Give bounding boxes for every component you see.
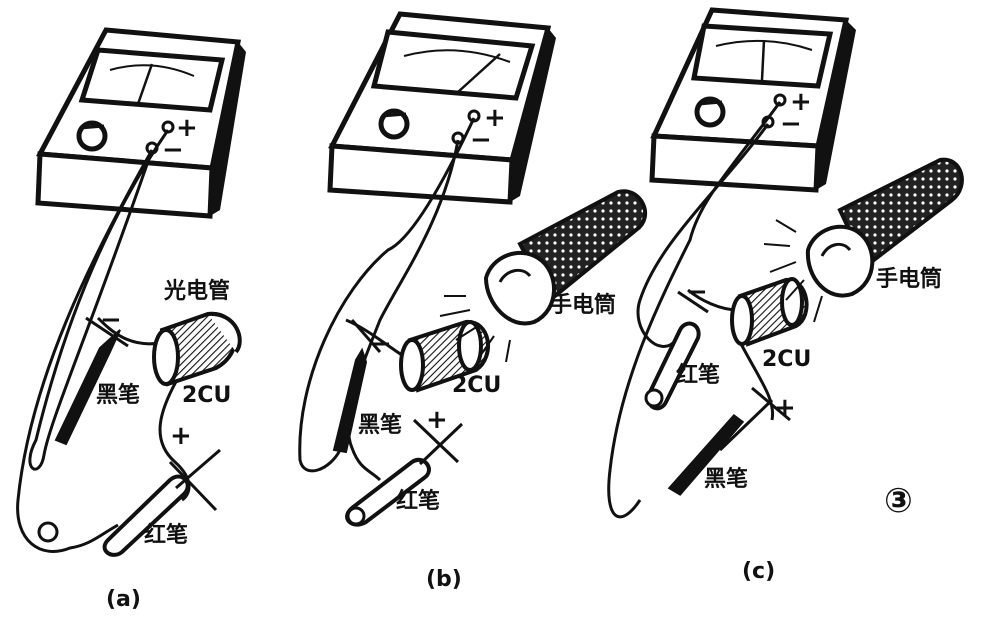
label-black-probe: 黑笔 bbox=[96, 382, 140, 408]
svg-text:2CU: 2CU bbox=[452, 373, 501, 398]
svg-text:手电筒: 手电筒 bbox=[550, 292, 616, 318]
caption-c: (c) bbox=[742, 559, 775, 584]
meter-body-side bbox=[210, 42, 246, 216]
terminal-plus-label: + bbox=[176, 113, 198, 143]
svg-text:−: − bbox=[686, 277, 708, 307]
black-probe-a bbox=[54, 316, 129, 446]
red-probe-a bbox=[37, 448, 221, 557]
zero-adjust-knob-icon bbox=[378, 108, 410, 140]
black-probe-c bbox=[667, 386, 791, 496]
label-minus: − bbox=[100, 305, 122, 335]
caption-b: (b) bbox=[426, 567, 462, 592]
svg-text:+: + bbox=[790, 87, 812, 117]
label-2cu: 2CU bbox=[182, 383, 231, 408]
panel-b: + − bbox=[298, 11, 648, 592]
label-plus: + bbox=[170, 421, 192, 451]
red-probe-b bbox=[345, 418, 464, 527]
meter-needle bbox=[457, 53, 501, 93]
meter-scale-arc bbox=[403, 49, 511, 63]
phototube-a bbox=[152, 311, 242, 387]
meter-window bbox=[370, 29, 536, 101]
multimeter-b: + − bbox=[327, 11, 556, 205]
panel-c: + − bbox=[607, 7, 964, 584]
svg-text:+: + bbox=[774, 393, 796, 423]
terminal-minus-label: − bbox=[162, 135, 184, 165]
label-phototube: 光电管 bbox=[163, 278, 230, 304]
svg-text:+: + bbox=[426, 405, 448, 435]
multimeter-c: + − bbox=[649, 7, 856, 193]
red-probe-c bbox=[644, 290, 709, 411]
multimeter-a: + − bbox=[35, 27, 246, 219]
flashlight-c bbox=[763, 157, 964, 323]
zero-adjust-knob-icon bbox=[694, 96, 726, 128]
phototube-b bbox=[399, 319, 491, 393]
svg-text:2CU: 2CU bbox=[762, 347, 811, 372]
zero-adjust-knob-icon bbox=[76, 120, 108, 152]
meter-needle bbox=[760, 39, 766, 81]
svg-text:−: − bbox=[370, 329, 392, 359]
figure-number: ③ bbox=[884, 481, 913, 521]
flashlight-b bbox=[439, 189, 648, 363]
svg-text:+: + bbox=[484, 103, 506, 133]
svg-text:−: − bbox=[470, 125, 492, 155]
svg-text:−: − bbox=[780, 109, 802, 139]
meter-window bbox=[78, 47, 226, 113]
svg-text:黑笔: 黑笔 bbox=[358, 412, 402, 438]
svg-text:红笔: 红笔 bbox=[396, 488, 440, 514]
caption-a: (a) bbox=[106, 587, 141, 612]
black-probe-b bbox=[332, 319, 382, 454]
meter-needle bbox=[136, 63, 154, 105]
svg-text:手电筒: 手电筒 bbox=[876, 266, 942, 292]
terminal-plus bbox=[773, 93, 787, 107]
label-red-probe: 红笔 bbox=[144, 522, 188, 548]
panel-a: + − 光电管 2CU 黑笔 红笔 − + (a) bbox=[16, 27, 246, 612]
svg-text:黑笔: 黑笔 bbox=[704, 466, 748, 492]
svg-text:红笔: 红笔 bbox=[676, 362, 720, 388]
